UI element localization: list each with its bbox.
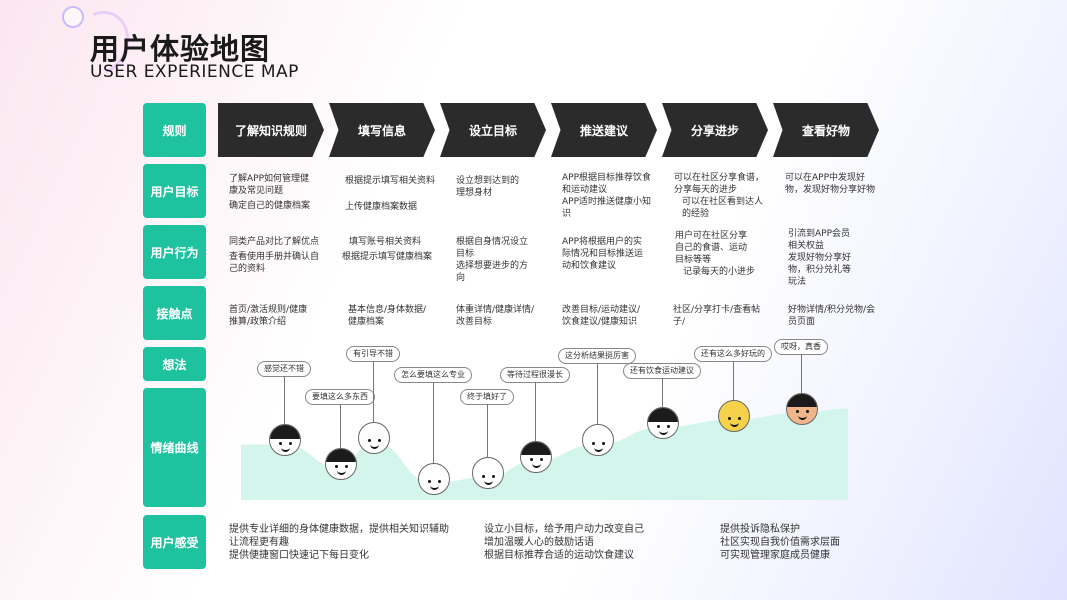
thought-bubble: 哎呀，真香 — [774, 339, 828, 355]
thought-connector — [733, 361, 734, 400]
feeling-text: 提供专业详细的身体健康数据，提供相关知识辅助 — [229, 523, 469, 536]
emotion-face-icon — [718, 400, 750, 432]
thought-bubble: 这分析结果挺厉害 — [558, 348, 636, 364]
feeling-text: 可实现管理家庭成员健康 — [720, 549, 900, 562]
feeling-text: 提供便捷窗口快速记下每日变化 — [229, 549, 469, 562]
feeling-text: 根据目标推荐合适的运动饮食建议 — [484, 549, 684, 562]
thought-bubble: 还有饮食运动建议 — [623, 363, 701, 379]
emotion-face-icon — [786, 393, 818, 425]
emotion-face-icon — [325, 448, 357, 480]
thought-connector — [284, 376, 285, 424]
thought-connector — [487, 404, 488, 457]
emotion-face-icon — [418, 463, 450, 495]
feeling-text: 让流程更有趣 — [229, 536, 469, 549]
thought-connector — [373, 361, 374, 422]
thought-bubble: 等待过程很漫长 — [500, 367, 570, 383]
emotion-face-icon — [647, 407, 679, 439]
thought-connector — [662, 378, 663, 407]
thought-connector — [433, 382, 434, 463]
thought-connector — [597, 363, 598, 424]
thought-bubble: 要填这么多东西 — [305, 389, 375, 405]
emotion-face-icon — [472, 457, 504, 489]
thought-connector — [340, 404, 341, 448]
feeling-cell: 提供专业详细的身体健康数据，提供相关知识辅助让流程更有趣提供便捷窗口快速记下每日… — [229, 523, 469, 562]
feeling-cell: 提供投诉隐私保护社区实现自我价值需求层面可实现管理家庭成员健康 — [720, 523, 900, 562]
emotion-face-icon — [358, 422, 390, 454]
feeling-text: 设立小目标，给予用户动力改变自己 — [484, 523, 684, 536]
thought-bubble: 终于填好了 — [460, 389, 514, 405]
emotion-face-icon — [520, 441, 552, 473]
thought-bubble: 感觉还不错 — [257, 361, 311, 377]
feeling-text: 增加温暖人心的鼓励话语 — [484, 536, 684, 549]
thought-connector — [535, 382, 536, 441]
thought-bubble: 有引导不错 — [346, 346, 400, 362]
thought-connector — [801, 354, 802, 393]
thought-bubble: 怎么要填这么专业 — [394, 367, 472, 383]
feeling-text: 社区实现自我价值需求层面 — [720, 536, 900, 549]
feeling-text: 提供投诉隐私保护 — [720, 523, 900, 536]
thought-bubble: 还有这么多好玩的 — [694, 346, 772, 362]
feeling-cell: 设立小目标，给予用户动力改变自己增加温暖人心的鼓励话语根据目标推荐合适的运动饮食… — [484, 523, 684, 562]
